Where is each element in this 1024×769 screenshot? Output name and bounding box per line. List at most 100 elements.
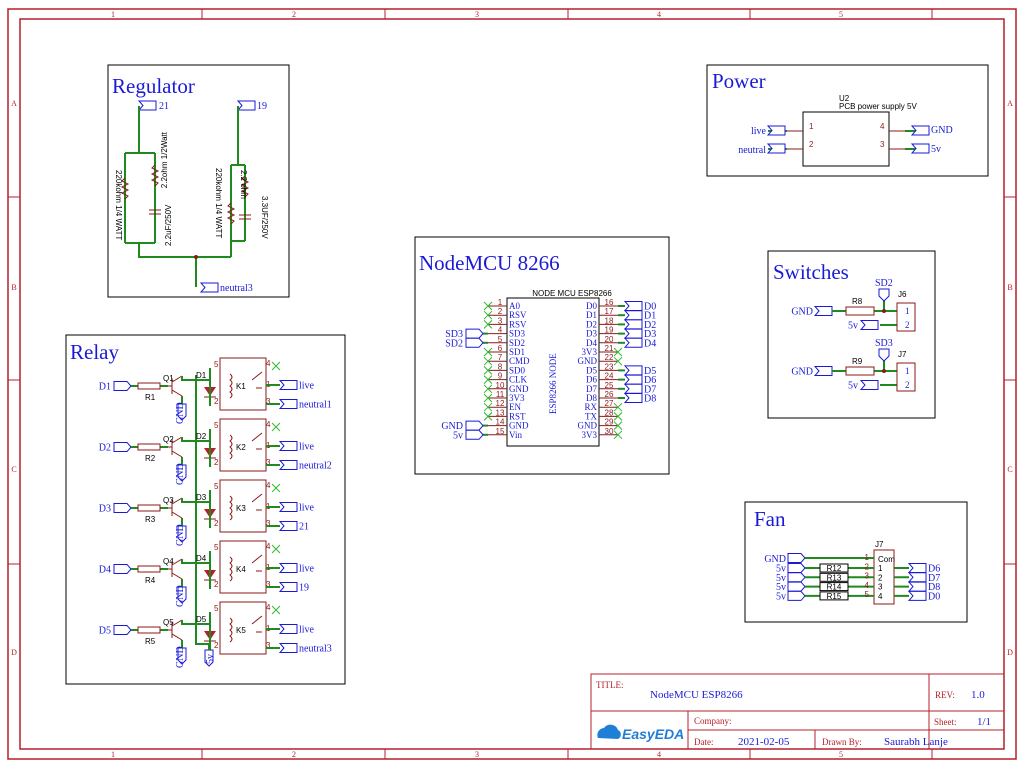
nodemcu-noconnect-mark xyxy=(613,412,623,421)
power-pin-3: 3 xyxy=(880,140,885,149)
relay-input-net: D1 xyxy=(99,382,111,393)
nodemcu-left-pin-label: A0 xyxy=(509,301,520,311)
nodemcu-right-pin-label: D0 xyxy=(586,301,597,311)
relay-gnd-net: GND xyxy=(175,524,186,546)
relay-label: K4 xyxy=(236,565,246,574)
fan-5v-net: 5v xyxy=(776,564,786,575)
tb-drawn: Saurabh Lanje xyxy=(884,736,948,748)
nodemcu-left-net: 5v xyxy=(453,430,463,441)
nodemcu-left-net: SD2 xyxy=(445,338,463,349)
nodemcu-noconnect-mark xyxy=(613,402,623,412)
switches-frame xyxy=(767,250,936,419)
relay-pin-5: 5 xyxy=(214,421,219,430)
junction-dot xyxy=(194,255,198,259)
switch-5v-net: 5v xyxy=(848,321,858,332)
nodemcu-right-net: D6 xyxy=(644,375,656,386)
relay-contact xyxy=(251,371,263,389)
relay-transistor-label: Q5 xyxy=(163,618,174,627)
relay-pin-5: 5 xyxy=(214,360,219,369)
power-module-body xyxy=(802,111,890,167)
nodemcu-noconnect-mark xyxy=(483,366,493,375)
tb-rev-label: REV: xyxy=(935,690,955,700)
regulator-r2 xyxy=(150,164,160,187)
fan-5v-net: 5v xyxy=(776,591,786,602)
nodemcu-left-net: GND xyxy=(441,421,463,432)
switch-gnd-net: GND xyxy=(791,307,813,318)
fan-resistor-label: R14 xyxy=(827,583,842,592)
relay-gnd-flag xyxy=(177,403,187,421)
nodemcu-noconnect-mark xyxy=(483,347,493,357)
fan-5v-flag xyxy=(787,581,806,592)
regulator-title: Regulator xyxy=(112,74,195,98)
nodemcu-block: NodeMCU 8266 NODE MCU ESP8266 ESP8266 NO… xyxy=(414,236,670,475)
nodemcu-right-pin-number: 28 xyxy=(605,408,614,417)
relay-transistor-label: Q4 xyxy=(163,557,174,566)
nodemcu-left-pin-label: SD3 xyxy=(509,329,526,339)
nodemcu-chip-label: NODE MCU ESP8266 xyxy=(532,289,612,298)
nodemcu-left-net: SD3 xyxy=(445,329,463,340)
power-net-neutral: neutral xyxy=(738,145,766,156)
nodemcu-right-net: D0 xyxy=(644,302,656,313)
relay-output-wire xyxy=(266,628,280,649)
relay-diode-wire xyxy=(196,368,211,406)
relay-input-net: D4 xyxy=(99,565,111,576)
nodemcu-left-pin-label: GND xyxy=(509,384,529,394)
nodemcu-left-pin-label: RST xyxy=(509,411,526,421)
relay-pin-3: 3 xyxy=(266,397,271,406)
nodemcu-right-pin-number: 22 xyxy=(605,353,614,362)
nodemcu-right-pin-label: D3 xyxy=(586,329,597,339)
zone-col-top: 3 xyxy=(475,10,479,19)
relay-diode-wire xyxy=(196,551,211,589)
nodemcu-frame xyxy=(414,236,670,475)
nodemcu-right-pin-label: D2 xyxy=(586,319,597,329)
relay-output-wire xyxy=(266,567,280,588)
fan-5v-flag xyxy=(787,590,806,601)
nodemcu-right-pin-number: 26 xyxy=(605,390,614,399)
zone-col-bottom: 3 xyxy=(475,750,479,759)
regulator-block: Regulator 21 19 220kohm 1/4 WATT 2.2ohm … xyxy=(107,64,290,298)
power-name: PCB power supply 5V xyxy=(839,102,917,111)
switch-gnd-net: GND xyxy=(791,367,813,378)
nodemcu-right-pin-number: 24 xyxy=(605,372,614,381)
relay-gnd-flag xyxy=(177,525,187,543)
relay-pin-3: 3 xyxy=(266,641,271,650)
tb-date-label: Date: xyxy=(694,737,714,747)
relay-output-a-net: live xyxy=(299,625,315,636)
nodemcu-left-pin-label: CLK xyxy=(509,375,528,385)
power-pin-4: 4 xyxy=(880,122,885,131)
relay-pin-3: 3 xyxy=(266,519,271,528)
power-pin-1: 1 xyxy=(809,122,814,131)
zone-row-left: C xyxy=(11,465,16,474)
power-title: Power xyxy=(712,69,766,93)
tb-company-label: Company: xyxy=(694,716,732,726)
relay-label: K2 xyxy=(236,443,246,452)
switches-title: Switches xyxy=(773,260,849,284)
relay-input-flag xyxy=(113,442,132,452)
relay-output-a-flag xyxy=(278,624,298,634)
relay-5v-flag xyxy=(204,649,214,667)
relay-pin-2: 2 xyxy=(214,458,219,467)
zone-row-right: D xyxy=(1007,648,1013,657)
nodemcu-left-pin-number: 7 xyxy=(498,353,503,362)
relay-label: K5 xyxy=(236,626,246,635)
nodemcu-right-pin-number: 25 xyxy=(605,381,614,390)
zone-row-right: A xyxy=(1007,99,1013,108)
power-net-live-flag xyxy=(766,125,786,136)
relay-transistor xyxy=(168,497,183,519)
nodemcu-noconnect-mark xyxy=(483,356,493,366)
zone-row-right: C xyxy=(1007,465,1012,474)
power-net-5v-flag xyxy=(910,143,930,154)
relay-diode-label: D3 xyxy=(196,493,207,502)
relay-contact xyxy=(251,493,263,511)
relay-output-b-net: 19 xyxy=(299,583,309,594)
relay-resistor xyxy=(137,382,161,390)
nodemcu-noconnect-mark xyxy=(483,375,493,384)
switch-sd-net: SD3 xyxy=(875,338,893,349)
tb-title-label: TITLE: xyxy=(596,680,624,690)
title-block-grid xyxy=(591,674,1004,749)
relay-label: K1 xyxy=(236,382,246,391)
relay-contact xyxy=(251,615,263,633)
relay-transistor-wire xyxy=(181,498,196,526)
fan-frame xyxy=(744,501,968,623)
